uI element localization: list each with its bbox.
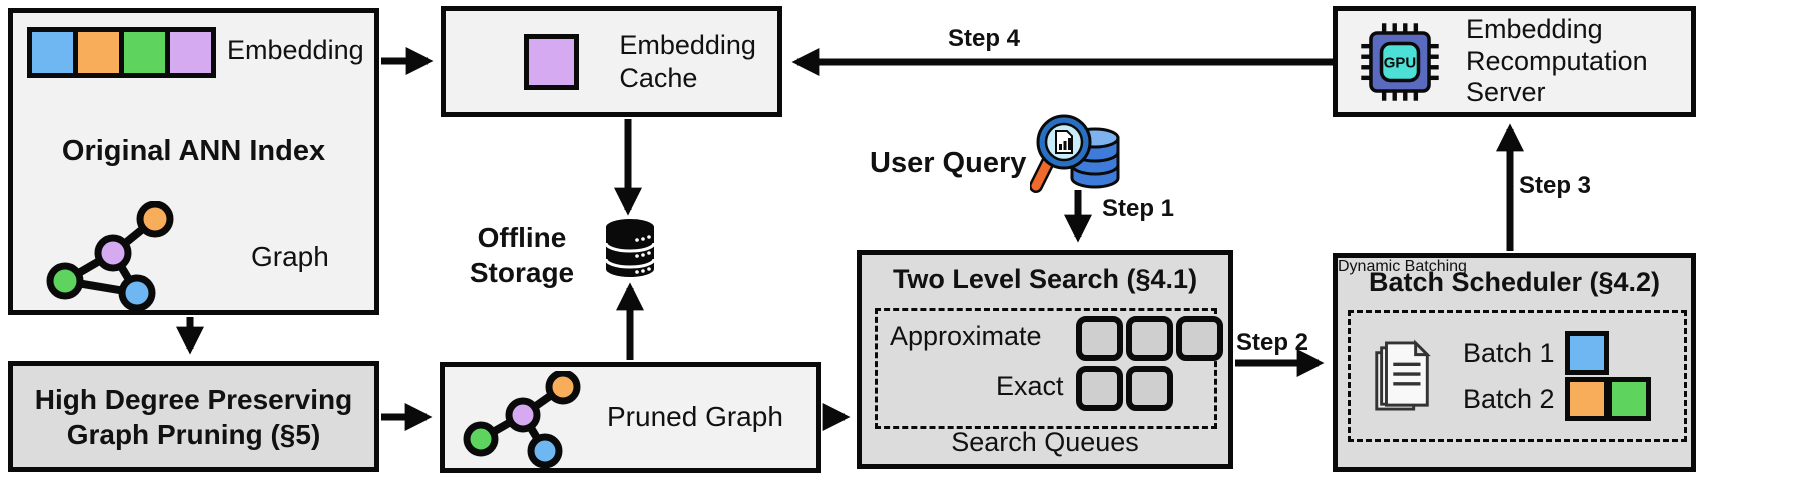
search-queues-panel: Approximate Exact xyxy=(875,308,1223,429)
queue-slot xyxy=(1076,366,1123,411)
batch-2-row: Batch 2 xyxy=(1463,377,1651,421)
step-4-label: Step 4 xyxy=(948,25,1021,52)
queue-slot xyxy=(1076,316,1123,361)
embedding-cell-blue xyxy=(32,32,73,73)
batch-2-query-orange xyxy=(1564,377,1609,421)
batch-1-query-blue xyxy=(1564,331,1609,375)
ann-index-title: Original ANN Index xyxy=(61,135,326,167)
search-queues-caption: Search Queues xyxy=(951,427,1139,457)
pruned-graph-icon xyxy=(463,371,581,469)
embedding-cell-purple xyxy=(170,32,211,73)
batch-1-row: Batch 1 xyxy=(1463,331,1609,375)
graph-pruning-box: High Degree Preserving Graph Pruning (§5… xyxy=(8,361,379,472)
offline-storage-label: Offline Storage xyxy=(469,222,575,288)
batch-scheduler-box: Batch Scheduler (§4.2) Batch 1 Batch 2 xyxy=(1333,253,1696,472)
approximate-queue-label: Approximate xyxy=(890,321,1042,351)
two-level-search-title: Two Level Search (§4.1) xyxy=(892,264,1198,294)
user-query-search-database-icon xyxy=(1030,114,1120,193)
exact-queue-slots xyxy=(1076,366,1173,411)
batch-scheduler-title: Batch Scheduler (§4.2) xyxy=(1368,267,1661,297)
embedding-vector-icon xyxy=(27,27,216,78)
queue-slot xyxy=(1176,316,1223,361)
step-2-label: Step 2 xyxy=(1236,329,1309,356)
graph-icon xyxy=(46,201,174,312)
batch-2-label: Batch 2 xyxy=(1463,383,1555,414)
gpu-chip-icon: GPU xyxy=(1361,22,1439,101)
graph-label: Graph xyxy=(251,241,329,272)
exact-queue-label: Exact xyxy=(996,371,1064,401)
original-ann-index-box: Embedding Original ANN Index Graph xyxy=(8,8,379,315)
embedding-cache-box: Embedding Cache xyxy=(441,6,782,117)
embedding-cell-green xyxy=(124,32,165,73)
batch-1-label: Batch 1 xyxy=(1463,337,1555,368)
gpu-label: GPU xyxy=(1384,54,1416,71)
cached-embedding-icon xyxy=(524,33,580,90)
pruned-graph-label: Pruned Graph xyxy=(607,401,783,432)
recomputation-server-label: Embedding Recomputation Server xyxy=(1466,13,1648,108)
documents-icon xyxy=(1375,339,1431,411)
embedding-cell-orange xyxy=(78,32,119,73)
user-query-label: User Query xyxy=(870,147,1027,179)
step-3-label: Step 3 xyxy=(1519,172,1592,199)
two-level-search-box: Two Level Search (§4.1) Approximate Exac… xyxy=(857,250,1233,469)
batch-2-query-green xyxy=(1606,377,1651,421)
pruned-graph-box: Pruned Graph xyxy=(440,362,821,473)
dynamic-batching-panel: Batch 1 Batch 2 xyxy=(1348,310,1687,442)
queue-slot xyxy=(1126,316,1173,361)
embedding-cache-label: Embedding Cache xyxy=(619,30,756,93)
recomputation-server-box: GPU Embedding Recomputation Server xyxy=(1333,6,1696,117)
step-1-label: Step 1 xyxy=(1102,195,1175,222)
offline-storage-database-icon xyxy=(604,219,656,277)
graph-pruning-title: High Degree Preserving Graph Pruning (§5… xyxy=(34,383,353,450)
embedding-label: Embedding xyxy=(227,35,364,65)
dynamic-batching-caption: Dynamic Batching xyxy=(1338,258,1467,275)
queue-slot xyxy=(1126,366,1173,411)
approximate-queue-slots xyxy=(1076,316,1223,361)
